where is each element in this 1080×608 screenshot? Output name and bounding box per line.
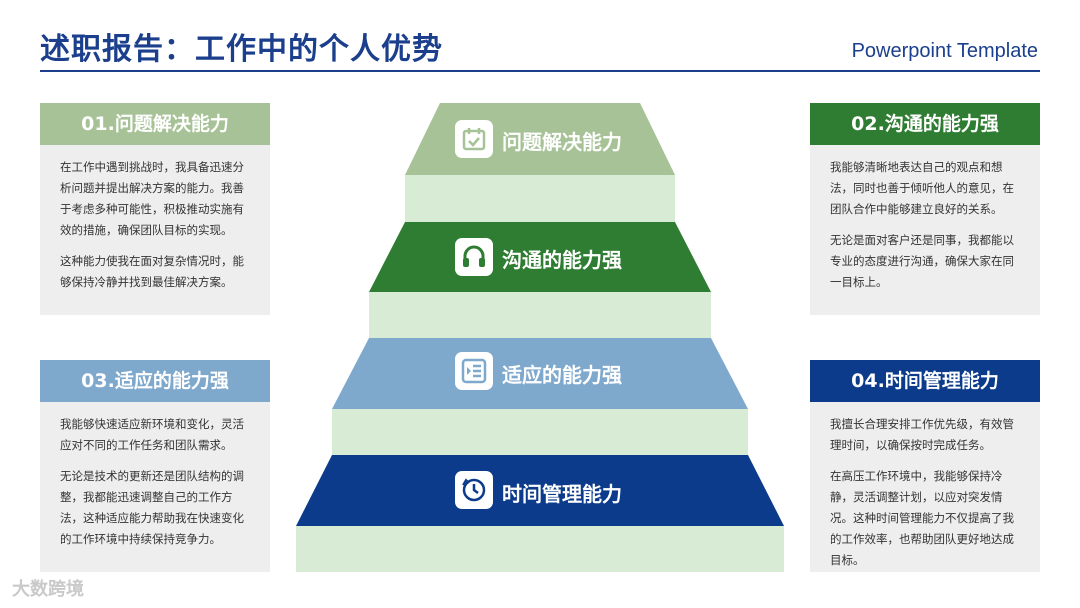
step-1-label: 问题解决能力	[502, 130, 622, 154]
page-title: 述职报告：工作中的个人优势	[40, 32, 443, 67]
card-title: 01.问题解决能力	[40, 103, 270, 145]
clock-icon	[455, 471, 493, 509]
step-4-top	[296, 455, 784, 526]
card-paragraph: 无论是面对客户还是同事，我都能以专业的态度进行沟通，确保大家在同一目标上。	[830, 233, 1014, 289]
step-2-top	[369, 222, 711, 292]
step-3-label: 适应的能力强	[502, 363, 622, 387]
calendar-check-icon	[455, 120, 493, 158]
card-title: 03.适应的能力强	[40, 360, 270, 402]
card-adaptability: 03.适应的能力强 我能够快速适应新环境和变化，灵活应对不同的工作任务和团队需求…	[40, 360, 270, 572]
title-divider	[40, 70, 1040, 72]
card-paragraph: 我能够快速适应新环境和变化，灵活应对不同的工作任务和团队需求。	[60, 417, 244, 452]
card-problem-solving: 01.问题解决能力 在工作中遇到挑战时，我具备迅速分析问题并提出解决方案的能力。…	[40, 103, 270, 315]
card-communication: 02.沟通的能力强 我能够清晰地表达自己的观点和想法，同时也善于倾听他人的意见，…	[810, 103, 1040, 315]
step-2-base	[369, 292, 711, 338]
step-1-base	[405, 175, 675, 222]
card-title: 02.沟通的能力强	[810, 103, 1040, 145]
card-paragraph: 我能够清晰地表达自己的观点和想法，同时也善于倾听他人的意见，在团队合作中能够建立…	[830, 160, 1014, 216]
list-indent-icon	[455, 352, 493, 390]
watermark-logo: 大数跨境	[12, 579, 84, 600]
card-paragraph: 在高压工作环境中，我能够保持冷静，灵活调整计划，以应对突发情况。这种时间管理能力…	[830, 469, 1014, 567]
step-4-base	[296, 526, 784, 572]
step-4-label: 时间管理能力	[502, 482, 622, 506]
card-paragraph: 这种能力使我在面对复杂情况时，能够保持冷静并找到最佳解决方案。	[60, 254, 244, 289]
card-time-management: 04.时间管理能力 我擅长合理安排工作优先级，有效管理时间，以确保按时完成任务。…	[810, 360, 1040, 572]
card-paragraph: 无论是技术的更新还是团队结构的调整，我都能迅速调整自己的工作方法，这种适应能力帮…	[60, 469, 244, 546]
template-subtitle: Powerpoint Template	[851, 40, 1038, 62]
card-title: 04.时间管理能力	[810, 360, 1040, 402]
step-3-base	[332, 409, 748, 455]
card-paragraph: 我擅长合理安排工作优先级，有效管理时间，以确保按时完成任务。	[830, 417, 1014, 452]
headphones-icon	[455, 238, 493, 276]
step-2-label: 沟通的能力强	[502, 248, 622, 272]
card-paragraph: 在工作中遇到挑战时，我具备迅速分析问题并提出解决方案的能力。我善于考虑多种可能性…	[60, 160, 244, 237]
step-3-top	[332, 338, 748, 409]
